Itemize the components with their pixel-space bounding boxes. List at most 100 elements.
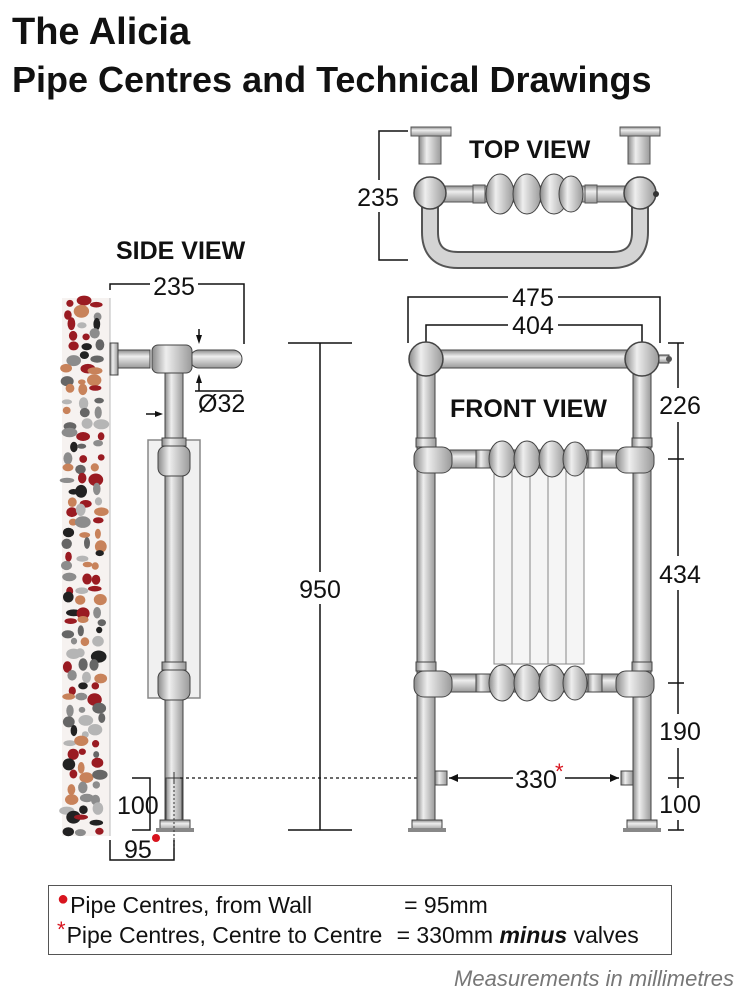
wall-stone bbox=[76, 295, 92, 306]
wall-stone bbox=[68, 341, 79, 351]
wall-stone bbox=[77, 616, 89, 623]
wall-stone bbox=[61, 630, 75, 639]
wall-stone bbox=[66, 810, 81, 824]
wall-stone bbox=[77, 322, 87, 329]
wall-stone bbox=[87, 724, 103, 736]
centre-to-centre-arrow-right bbox=[610, 774, 619, 782]
wall-stone bbox=[75, 648, 85, 658]
wall-stone bbox=[59, 477, 75, 483]
front-left-upright bbox=[416, 364, 436, 828]
bleed-valve-knob bbox=[666, 356, 672, 362]
side-collar-upper bbox=[161, 437, 187, 447]
centre-to-centre-label: 330 bbox=[515, 766, 557, 794]
side-bottom-label: 100 bbox=[117, 792, 159, 820]
wall-stone bbox=[62, 827, 74, 837]
front-top-left-ball bbox=[408, 341, 444, 377]
wall-stone bbox=[94, 528, 101, 539]
wall-stone bbox=[62, 406, 71, 415]
height-label: 950 bbox=[299, 576, 341, 604]
wall-stone bbox=[91, 757, 104, 768]
wall-stone bbox=[75, 503, 86, 516]
wall-offset-label: 95 bbox=[124, 836, 152, 864]
wall-stone bbox=[87, 367, 103, 375]
rail-width-label: 404 bbox=[512, 312, 554, 340]
top-ceramic-section bbox=[472, 173, 598, 215]
wall-stone bbox=[90, 355, 104, 363]
wall-stone bbox=[76, 432, 90, 441]
wall-bracket-arm bbox=[117, 349, 151, 369]
top-view: TOP VIEW 235 bbox=[354, 126, 661, 269]
wall-stone bbox=[92, 769, 108, 780]
side-view: SIDE VIEW 235 Ø32 bbox=[59, 237, 352, 864]
wall-stone bbox=[89, 819, 104, 826]
top-bleed-valve bbox=[653, 191, 659, 197]
side-bottom-dimension-line bbox=[132, 777, 151, 831]
wall-stone bbox=[75, 587, 89, 594]
wall-stone bbox=[78, 658, 88, 671]
pipe-width-arrow bbox=[155, 411, 163, 417]
wall-stone bbox=[92, 740, 100, 748]
front-right-collar-lower bbox=[631, 661, 653, 672]
side-top-rail-end bbox=[189, 349, 243, 369]
wall-stone bbox=[67, 670, 77, 681]
wall-stone bbox=[68, 518, 78, 526]
side-top-elbow bbox=[151, 344, 193, 374]
wall-offset-marker-dot bbox=[152, 834, 160, 842]
centre-to-centre-star: * bbox=[555, 759, 564, 784]
centre-to-centre-label-bg bbox=[513, 764, 565, 792]
wall-stone bbox=[91, 562, 99, 570]
wall-stone bbox=[61, 538, 72, 549]
wall-stone bbox=[92, 781, 101, 789]
front-left-flange bbox=[408, 828, 446, 832]
wall-stone bbox=[75, 692, 88, 701]
wall-stone bbox=[91, 574, 101, 585]
wall-stone bbox=[90, 301, 103, 308]
wall-stone bbox=[65, 551, 72, 562]
side-view-label: SIDE VIEW bbox=[116, 237, 246, 265]
wall-stone bbox=[93, 440, 103, 447]
top-left-valve bbox=[410, 126, 452, 165]
wall-stone bbox=[93, 517, 104, 524]
wall-stone bbox=[62, 758, 76, 771]
wall-stone bbox=[67, 748, 79, 760]
wall-stone bbox=[94, 397, 104, 404]
wall-stone bbox=[97, 454, 105, 461]
wall-stone bbox=[61, 560, 72, 571]
wall-stone bbox=[62, 661, 72, 673]
wall-stone bbox=[92, 702, 107, 714]
front-left-collar-upper bbox=[415, 437, 437, 448]
wall-stone bbox=[63, 740, 77, 747]
wall-stone bbox=[62, 572, 77, 582]
note1-value: = 95mm bbox=[404, 892, 488, 918]
wall-stone bbox=[94, 673, 108, 684]
wall-stone bbox=[92, 802, 104, 815]
note-wall-offset: ●Pipe Centres, from Wall= 95mm bbox=[57, 888, 488, 921]
wall-stone bbox=[78, 397, 89, 410]
notes-box: ●Pipe Centres, from Wall= 95mm *Pipe Cen… bbox=[48, 885, 672, 955]
wall-stone bbox=[77, 762, 85, 774]
wall-stone bbox=[95, 550, 104, 557]
wall-stone bbox=[89, 385, 102, 391]
top-depth-label-bg bbox=[354, 180, 402, 212]
note2-value: = 330mm bbox=[396, 922, 500, 948]
wall-stone bbox=[78, 472, 87, 484]
page-subtitle: Pipe Centres and Technical Drawings bbox=[12, 59, 652, 100]
front-right-collar-upper bbox=[631, 437, 653, 448]
wall-stone bbox=[76, 555, 89, 562]
wall-stone bbox=[75, 595, 86, 605]
wall-stone bbox=[82, 333, 90, 341]
wall-stone bbox=[68, 330, 78, 341]
wall-stone bbox=[63, 591, 74, 603]
wall-stone bbox=[66, 704, 74, 717]
wall-stone bbox=[65, 383, 75, 393]
wall-stone bbox=[79, 793, 94, 803]
wall-stone bbox=[87, 693, 102, 706]
side-floor-flange bbox=[156, 828, 194, 832]
wall-stone bbox=[78, 781, 88, 794]
front-top-rail bbox=[423, 349, 645, 369]
wall-stone bbox=[89, 328, 100, 339]
front-radiator-columns bbox=[493, 467, 585, 665]
top-u-rail bbox=[423, 185, 647, 267]
front-bottom-label-bg bbox=[658, 788, 702, 820]
wall-stone bbox=[94, 507, 109, 516]
